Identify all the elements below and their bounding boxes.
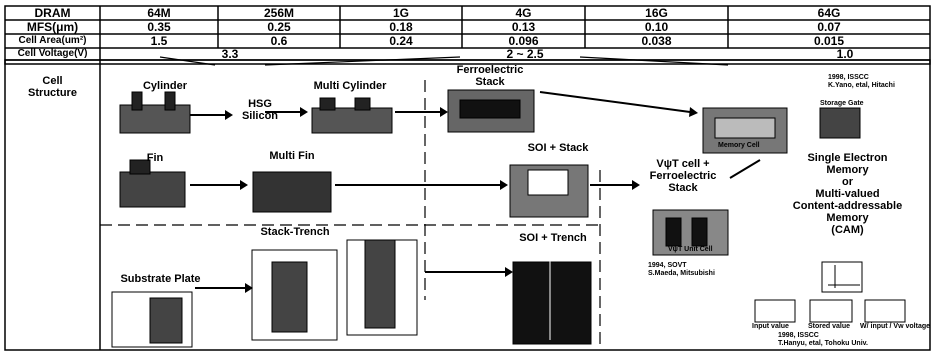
soi-stack-label: SOI + Stack — [508, 142, 608, 154]
voltage-3-3: 3.3 — [190, 47, 270, 61]
area-4g: 0.096 — [462, 34, 585, 48]
isscc-1998-hitachi: 1998, ISSCC K.Yano, etal, Hitachi — [828, 74, 933, 90]
memory-cell-label: Memory Cell — [718, 142, 778, 150]
gen-16g: 16G — [585, 6, 728, 20]
area-1g: 0.24 — [340, 34, 462, 48]
voltage-2-2-5: 2 ~ 2.5 — [480, 47, 570, 61]
ferroelectric-stack-label: Ferroelectric Stack — [440, 64, 540, 88]
mfs-16g: 0.10 — [585, 20, 728, 34]
cell-voltage-row-label: Cell Voltage(V) — [5, 48, 100, 59]
gen-1g: 1G — [340, 6, 462, 20]
fin-label: Fin — [125, 152, 185, 164]
vt-cell-label: VψT cell + Ferroelectric Stack — [628, 158, 738, 194]
area-64m: 1.5 — [100, 34, 218, 48]
stack-trench-label: Stack-Trench — [240, 226, 350, 238]
area-64g: 0.015 — [728, 34, 930, 48]
stored-value-label: Stored value — [808, 323, 853, 331]
substrate-plate-label: Substrate Plate — [103, 273, 218, 285]
area-256m: 0.6 — [218, 34, 340, 48]
wl-input-label: W/ input / Vw voltage — [860, 323, 930, 331]
cell-structure-label: Cell Structure — [10, 75, 95, 99]
mfs-256m: 0.25 — [218, 20, 340, 34]
voltage-1-0: 1.0 — [810, 47, 880, 61]
soi-trench-label: SOI + Trench — [498, 232, 608, 244]
cell-area-row-label: Cell Area(um²) — [5, 35, 100, 46]
cylinder-label: Cylinder — [125, 80, 205, 92]
gen-64m: 64M — [100, 6, 218, 20]
mfs-64g: 0.07 — [728, 20, 930, 34]
input-value-label: Input value — [752, 323, 797, 331]
storage-gate-label: Storage Gate — [820, 100, 870, 108]
mfs-64m: 0.35 — [100, 20, 218, 34]
hsg-silicon-label: HSG Silicon — [230, 98, 290, 122]
vt-unit-cell-label: VψT Unit Cell — [668, 246, 728, 254]
mfs-row-label: MFS(μm) — [5, 20, 100, 34]
gen-64g: 64G — [728, 6, 930, 20]
single-electron-label: Single Electron Memory or Multi-valued C… — [765, 152, 930, 236]
multi-cylinder-label: Multi Cylinder — [295, 80, 405, 92]
mfs-1g: 0.18 — [340, 20, 462, 34]
gen-4g: 4G — [462, 6, 585, 20]
gen-256m: 256M — [218, 6, 340, 20]
area-16g: 0.038 — [585, 34, 728, 48]
mfs-4g: 0.13 — [462, 20, 585, 34]
dram-row-label: DRAM — [5, 6, 100, 20]
isscc-1998-tohoku: 1998, ISSCC T.Hanyu, etal, Tohoku Univ. — [778, 332, 918, 348]
sovt-1994-mitsubishi: 1994, SOVT S.Maeda, Mitsubishi — [648, 262, 738, 278]
multi-fin-label: Multi Fin — [252, 150, 332, 162]
